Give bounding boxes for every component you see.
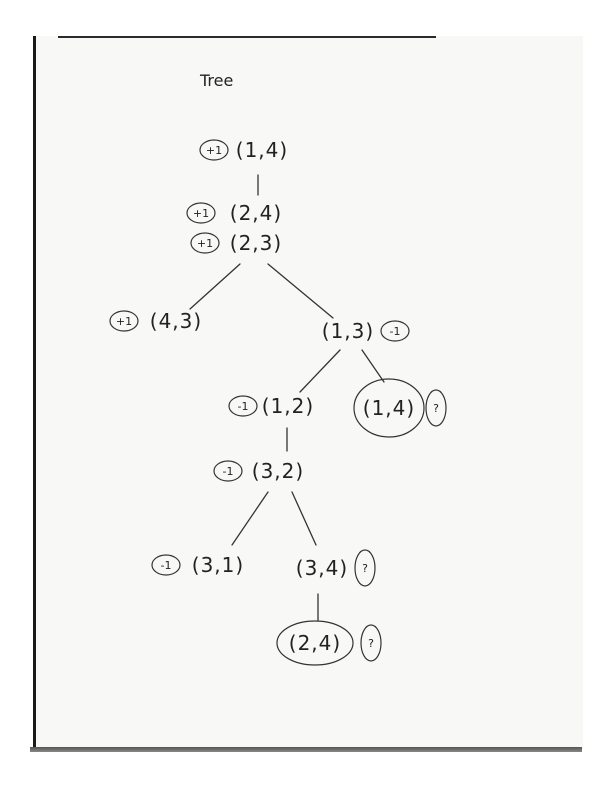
- node-label: (3,4): [296, 556, 348, 580]
- score-value: +1: [197, 237, 213, 250]
- score-value: ?: [368, 637, 374, 650]
- paper-sheet: [33, 36, 583, 750]
- score-value: -1: [161, 559, 172, 572]
- score-badge: [109, 310, 139, 332]
- score-badge: [228, 395, 258, 417]
- node-label: (4,3): [150, 309, 202, 333]
- score-value: -1: [223, 465, 234, 478]
- score-badge: [425, 389, 447, 427]
- diagram-title: Tree: [199, 71, 233, 90]
- tree-node-n14_leaf: (1,4)?: [353, 378, 447, 438]
- score-badge: [380, 320, 410, 342]
- score-badge: [354, 549, 376, 587]
- score-value: -1: [238, 400, 249, 413]
- score-value: +1: [116, 315, 132, 328]
- score-badge: [186, 202, 216, 224]
- score-badge: [199, 139, 229, 161]
- tree-node-n12: (1,2) -1: [228, 394, 314, 418]
- tree-node-n34: (3,4)?: [296, 549, 376, 587]
- edge-n13-n12: [299, 349, 341, 393]
- score-badge: [151, 554, 181, 576]
- score-value: +1: [193, 207, 209, 220]
- tree-node-n24_leaf: (2,4)?: [276, 620, 382, 666]
- node-label: (1,4): [363, 396, 415, 420]
- tree-node-n24_a: (2,4) +1: [186, 201, 282, 225]
- leaf-highlight-ring: [353, 378, 425, 438]
- edge-n23-n43: [189, 263, 241, 310]
- node-label: (2,3): [230, 231, 282, 255]
- score-badge: [360, 624, 382, 662]
- leaf-highlight-ring: [276, 620, 354, 666]
- score-badge: [190, 232, 220, 254]
- node-label: (3,2): [252, 459, 304, 483]
- paper-top-edge: [58, 36, 436, 38]
- tree-node-n13: (1,3) -1: [322, 319, 410, 343]
- node-label: (1,4): [236, 138, 288, 162]
- tree-node-n23: (2,3) +1: [190, 231, 282, 255]
- score-value: +1: [206, 144, 222, 157]
- score-value: ?: [433, 402, 439, 415]
- node-label: (1,3): [322, 319, 374, 343]
- tree-node-n32: (3,2) -1: [213, 459, 304, 483]
- edge-n32-n34: [291, 491, 317, 546]
- tree-node-n14_top: (1,4) +1: [199, 138, 288, 162]
- score-badge: [213, 460, 243, 482]
- score-value: -1: [390, 325, 401, 338]
- node-label: (2,4): [230, 201, 282, 225]
- node-label: (3,1): [192, 553, 244, 577]
- edge-n13-n14_leaf: [361, 349, 385, 383]
- tree-node-n43: (4,3) +1: [109, 309, 202, 333]
- edge-n32-n31: [231, 491, 269, 546]
- edges-layer: [189, 174, 385, 621]
- tree-node-n31: (3,1) -1: [151, 553, 244, 577]
- node-label: (1,2): [262, 394, 314, 418]
- score-value: ?: [362, 562, 368, 575]
- paper-bottom-edge: [30, 747, 582, 752]
- edge-n23-n13: [267, 263, 334, 319]
- nodes-layer: (1,4)+1(2,4)+1(2,3)+1(4,3)+1(1,3)-1(1,2)…: [109, 138, 447, 666]
- node-label: (2,4): [289, 631, 341, 655]
